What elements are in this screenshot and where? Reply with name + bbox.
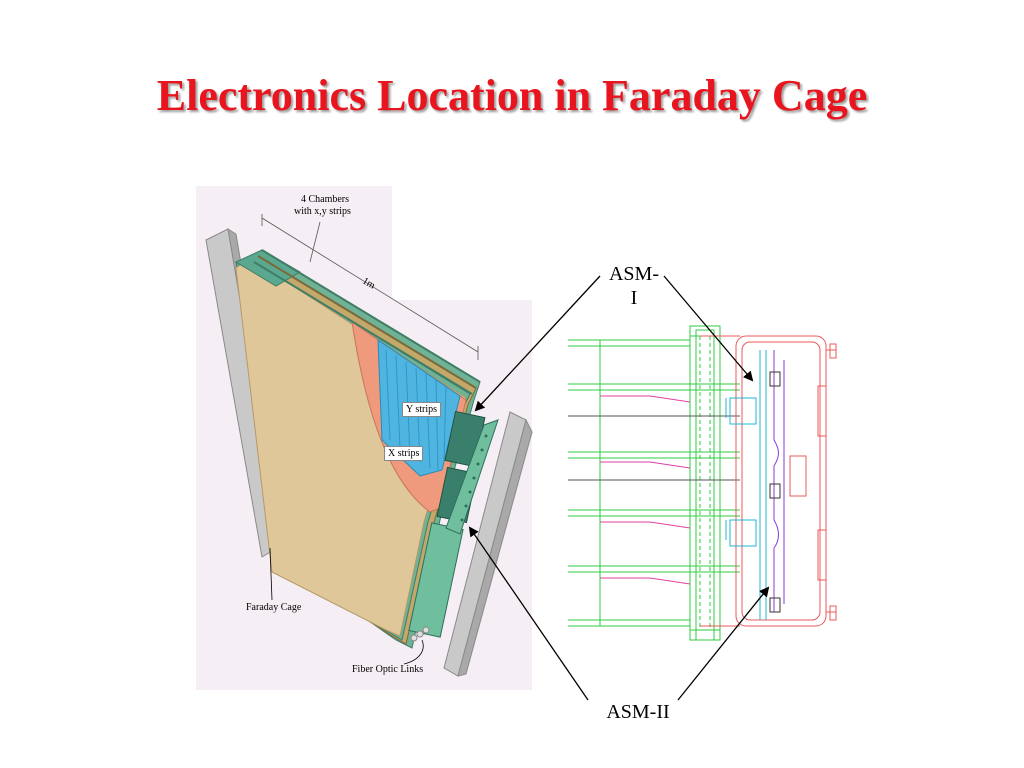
mechanical-drawing (568, 325, 837, 641)
x-strips-label: X strips (384, 446, 424, 461)
faraday-cage-label: Faraday Cage (246, 602, 302, 613)
fiber-optic-connectors (410, 626, 430, 642)
fiber-optic-label: Fiber Optic Links (352, 664, 424, 675)
chamber-stack (234, 249, 481, 649)
chambers-label: 4 Chambers with x,y strips (294, 194, 351, 218)
asm2-board (445, 419, 499, 535)
asm2-arrow-right (677, 586, 770, 701)
asm1-arrow-left (474, 275, 601, 412)
asm2-label: ASM-II (606, 701, 670, 723)
dimension-lines (261, 214, 479, 360)
y-strips-label: Y strips (402, 402, 442, 417)
slide-title: Electronics Location in Faraday Cage (156, 71, 868, 120)
asm1-label-line2: I (630, 287, 638, 309)
asm1-label-line1: ASM- (608, 263, 659, 285)
asm1-label: ASM- I (604, 262, 664, 310)
asm1-arrow-right (663, 275, 754, 382)
faraday-cage-rail-right (443, 411, 533, 677)
asm2-arrow-left (468, 526, 589, 701)
callout-arrows (468, 275, 770, 701)
chambers-label-line2: with x,y strips (294, 206, 351, 217)
left-leaders (269, 547, 424, 665)
chambers-label-line1: 4 Chambers (300, 194, 350, 205)
